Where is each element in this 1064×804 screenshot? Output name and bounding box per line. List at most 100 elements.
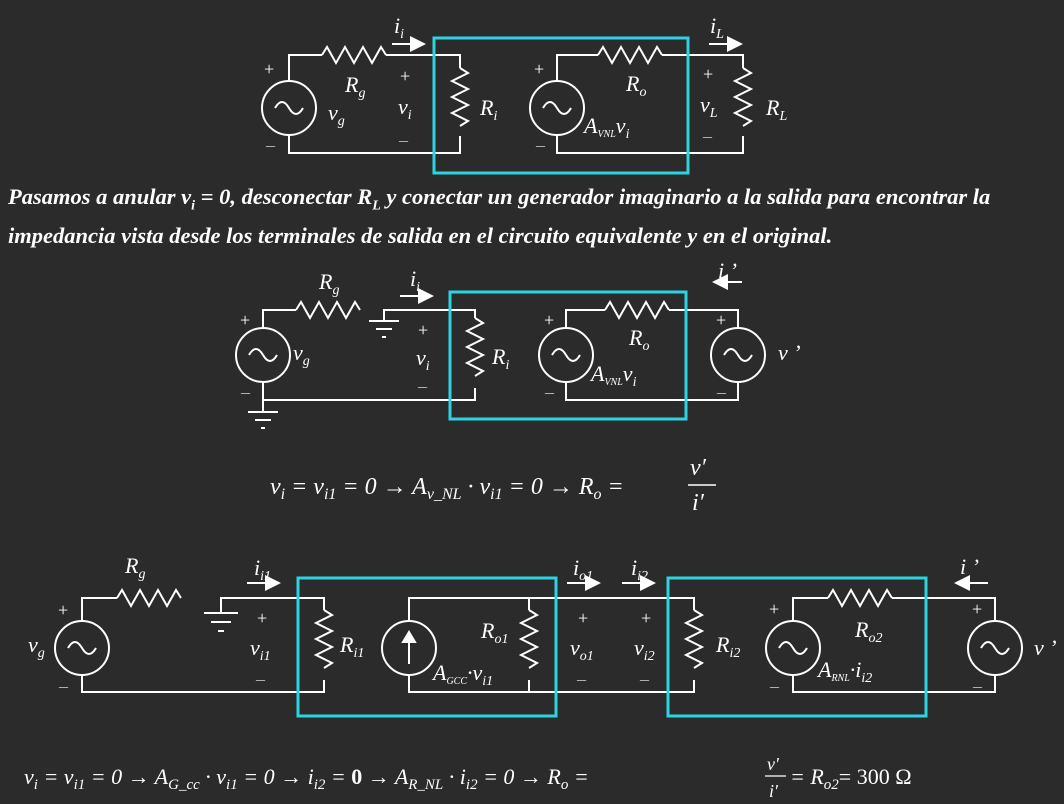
- amplifier-box-3b: [666, 576, 928, 718]
- label-vi2: vi2: [634, 635, 655, 664]
- label-vi1: vi1: [250, 635, 271, 664]
- minus-sign: –: [972, 676, 983, 696]
- equation-2-rhs: = Ro2= 300 Ω: [790, 764, 912, 793]
- label-vl: vL: [700, 92, 718, 121]
- ground-icon: [248, 411, 278, 429]
- label-ii2: ii2: [631, 555, 648, 584]
- sine-icon: [274, 101, 304, 115]
- label-gain: AVNLvi: [582, 113, 630, 142]
- label-ri2: Ri2: [715, 632, 740, 661]
- label-vi: vi: [416, 345, 430, 374]
- label-iL: iL: [710, 13, 724, 42]
- amplifier-box-2: [448, 290, 688, 421]
- minus-sign: –: [769, 676, 780, 696]
- equation-2-denominator: i′: [769, 781, 779, 801]
- label-vprime: v ’: [1034, 635, 1057, 660]
- resistor-ri: [464, 317, 486, 377]
- equation-1: vi = vi1 = 0 → Av_NL · vi1 = 0 → Ro = v′…: [270, 455, 716, 516]
- label-ri: Ri: [479, 95, 497, 124]
- sine-icon: [723, 348, 753, 362]
- minus-sign: –: [417, 376, 428, 396]
- plus-sign: +: [400, 66, 410, 86]
- amplifier-box-3a: [296, 576, 558, 718]
- plus-sign: +: [58, 600, 68, 620]
- resistor-ro: [597, 44, 663, 66]
- equation-1-lhs: vi = vi1 = 0 → Av_NL · vi1 = 0 → Ro =: [270, 474, 624, 503]
- label-vi: vi: [398, 94, 412, 123]
- minus-sign: –: [240, 382, 251, 402]
- equation-1-numerator: v′: [690, 455, 707, 481]
- minus-sign: –: [265, 135, 276, 155]
- label-iprime: i ’: [960, 554, 979, 579]
- resistor-rg: [321, 44, 387, 66]
- label-ro2: Ro2: [854, 617, 882, 646]
- sine-icon: [980, 641, 1010, 655]
- plus-sign: +: [716, 310, 726, 330]
- circuit-1: [261, 36, 754, 175]
- label-ri1: Ri1: [339, 632, 364, 661]
- sine-icon: [542, 101, 572, 115]
- label-io1: io1: [573, 555, 593, 584]
- resistor-ro2: [827, 587, 893, 609]
- plus-sign: +: [641, 608, 651, 628]
- equation-2-lhs: vi = vi1 = 0 → AG_cc · vi1 = 0 → ii2 = 0…: [24, 764, 589, 793]
- source-vprime-symbol: [967, 620, 1023, 676]
- circuit-3: [54, 575, 1023, 718]
- arrow-up-icon: [401, 630, 417, 664]
- label-vg: vg: [328, 100, 345, 129]
- label-rg: Rg: [318, 269, 339, 298]
- label-ii1: ii1: [254, 555, 271, 584]
- minus-sign: –: [544, 382, 555, 402]
- plus-sign: +: [578, 608, 588, 628]
- sine-icon: [248, 348, 278, 362]
- label-ii: ii: [394, 13, 404, 42]
- plus-sign: +: [418, 320, 428, 340]
- circuit-2: [235, 274, 766, 429]
- label-vo1: vo1: [570, 635, 594, 664]
- label-vprime: v ’: [778, 340, 801, 365]
- minus-sign: –: [398, 130, 409, 150]
- sine-icon: [778, 641, 808, 655]
- plus-sign: +: [257, 608, 267, 628]
- label-vg: vg: [293, 340, 310, 369]
- label-gain: AVNLvi: [589, 361, 637, 390]
- ground-icon: [369, 320, 399, 338]
- explanation-paragraph: Pasamos a anular vi = 0, desconectar RL …: [8, 184, 991, 248]
- sine-icon: [551, 348, 581, 362]
- minus-sign: –: [576, 669, 587, 689]
- resistor-ri1: [313, 609, 335, 669]
- plus-sign: +: [972, 599, 982, 619]
- ground-icon: [204, 612, 238, 632]
- label-ro1: Ro1: [480, 618, 508, 647]
- minus-sign: –: [255, 669, 266, 689]
- label-rg: Rg: [124, 553, 145, 582]
- plus-sign: +: [264, 59, 274, 79]
- sine-icon: [67, 641, 97, 655]
- minus-sign: –: [716, 382, 727, 402]
- label-gain1: AGCC·vi1: [431, 660, 493, 689]
- label-vg: vg: [28, 632, 45, 661]
- plus-sign: +: [544, 310, 554, 330]
- plus-sign: +: [240, 310, 250, 330]
- equation-2-numerator: v′: [767, 754, 780, 774]
- minus-sign: –: [535, 135, 546, 155]
- label-rl: RL: [765, 95, 787, 124]
- minus-sign: –: [58, 676, 69, 696]
- resistor-rl: [732, 67, 754, 127]
- label-gain2: ARNL·ii2: [816, 657, 872, 686]
- label-ro: Ro: [628, 325, 649, 354]
- resistor-ro1: [518, 609, 540, 669]
- equation-2: vi = vi1 = 0 → AG_cc · vi1 = 0 → ii2 = 0…: [24, 754, 912, 801]
- label-ii: ii: [410, 266, 420, 295]
- plus-sign: +: [534, 59, 544, 79]
- resistor-ro: [604, 299, 670, 321]
- label-ri: Ri: [491, 344, 509, 373]
- resistor-ri: [449, 67, 471, 127]
- source-vprime-symbol: [710, 327, 766, 383]
- amplifier-box-1: [432, 36, 690, 175]
- resistor-ri2: [683, 609, 705, 669]
- label-rg: Rg: [344, 72, 365, 101]
- label-iprime: i ’: [718, 258, 737, 283]
- equation-1-denominator: i′: [692, 490, 705, 516]
